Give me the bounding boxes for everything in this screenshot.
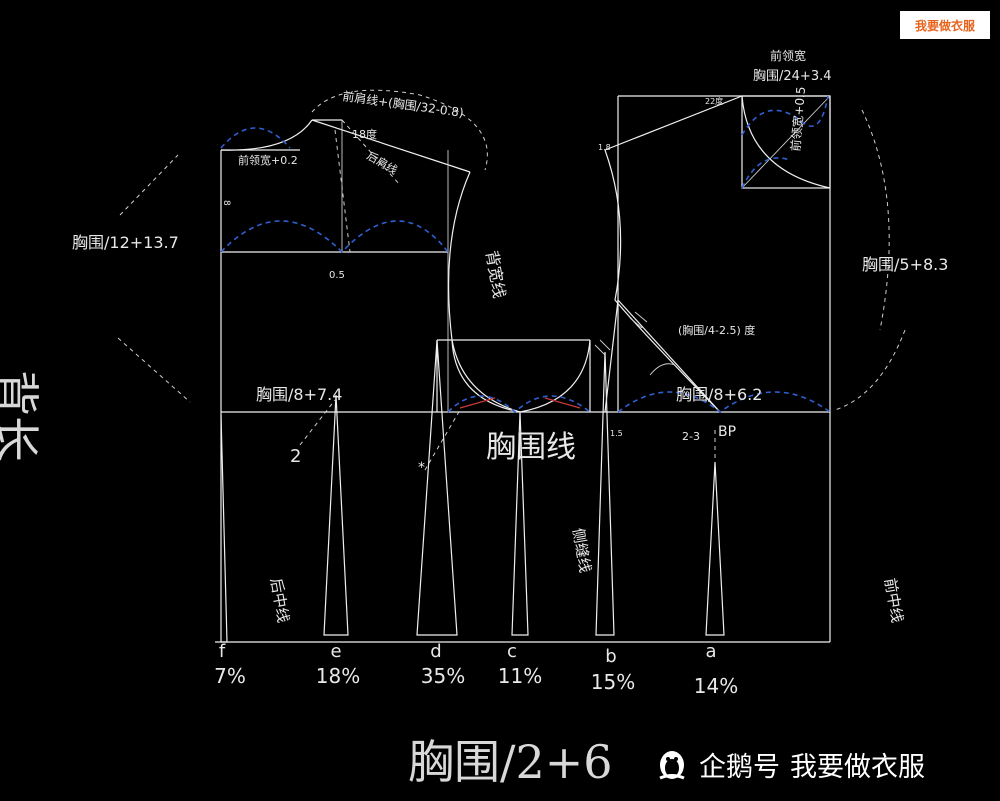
dart-percent-b: 15% [591,670,635,694]
dart-percent-a: 14% [694,674,738,698]
shoulder-degree-label: 18度 [352,127,377,141]
dart-c [511,411,529,636]
two-label: 2 [290,446,301,467]
watermark-platform: 企鹅号 [699,751,780,783]
watermark-account: 我要做衣服 [790,751,925,783]
dart-a [705,461,725,636]
point-05-label: 0.5 [329,270,345,281]
bust-8-front-label: 胸围/8+6.2 [676,385,762,404]
blue-guide-curves [220,95,831,414]
annotation-arcs [117,89,906,471]
front-center-label: 前中线 [881,577,907,624]
dart-letter-c: c [507,641,517,662]
back-shoulder-formula: 前肩线+(胸围/32-0.8) [342,88,465,120]
watermark: 企鹅号 我要做衣服 [655,742,925,786]
dart-labels: f7% e18% d35% c11% b 15% a 14% [214,641,738,698]
dart-angle-label: (胸围/4-2.5) 度 [678,323,755,337]
bust-5-label: 胸围/5+8.3 [862,255,948,274]
small-15-label: 1.5 [610,429,623,438]
dart-percent-d: 35% [421,664,465,688]
dart-percent-e: 18% [316,664,360,688]
back-length-label: 背长 [0,370,43,462]
dart-e [323,394,349,636]
dart-letter-d: d [430,641,441,662]
dart-letter-b: b [605,646,616,667]
back-center-label: 后中线 [267,577,293,624]
total-bust-formula: 胸围/2+6 [408,735,613,789]
bust-line-label: 胸围线 [486,430,576,465]
dart-letter-f: f [219,641,226,662]
front-neck-formula: 胸围/24+3.4 [753,69,832,84]
star-mark: * [418,460,425,476]
back-shoulder-line-label: 后肩线 [365,148,401,177]
red-marks [459,397,581,409]
bust-12-label: 胸围/12+13.7 [72,233,179,252]
dart-letter-e: e [330,641,341,662]
bust-8-back-label: 胸围/8+7.4 [256,385,342,404]
small-22deg-label: 22度 [705,96,723,106]
side-seam-label: 侧缝线 [569,527,595,574]
small-18-label: 1.8 [598,143,611,152]
brand-badge: 我要做衣服 [900,11,990,39]
dart-letter-a: a [705,641,716,662]
darts [215,339,725,643]
back-neck-value: 8 [221,200,231,206]
back-width-label: 背宽线 [482,249,509,300]
front-neck-title: 前领宽 [770,48,806,63]
penguin-icon [659,751,685,780]
dart-d [416,339,458,636]
front-neck-depth-label: 前领宽+0.5 [788,86,809,152]
bp-label: BP [718,424,736,440]
back-neck-width-label: 前领宽+0.2 [238,153,298,167]
bp-offset-label: 2-3 [682,430,700,443]
dart-b [595,351,615,636]
pattern-outline [220,95,831,643]
dart-f [215,414,228,643]
dart-percent-c: 11% [498,664,542,688]
dart-percent-f: 7% [214,664,246,688]
